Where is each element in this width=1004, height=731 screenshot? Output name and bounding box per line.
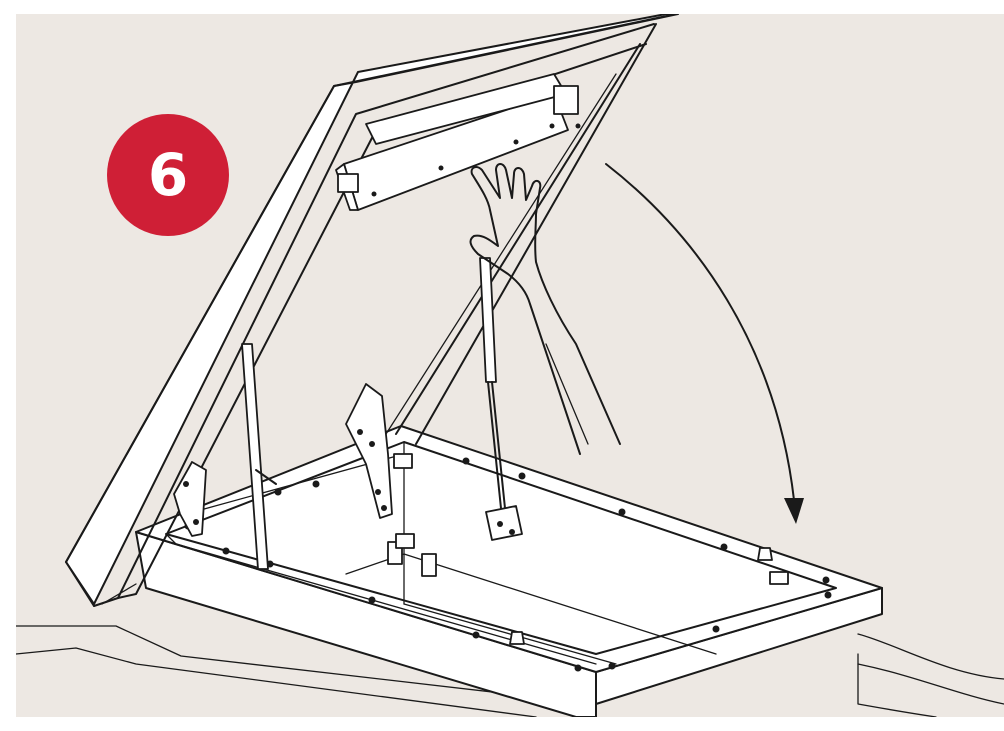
rim-bolts (184, 457, 832, 672)
roof-hatch-illustration (16, 14, 1004, 717)
hand (469, 163, 621, 455)
illustration-canvas: 6 (16, 14, 1004, 717)
step-number: 6 (147, 141, 189, 209)
curved-arrow-close-icon (605, 163, 804, 524)
curb (135, 425, 883, 717)
gas-struts (241, 257, 523, 570)
hinges (173, 383, 393, 537)
roof-surface (16, 625, 1004, 717)
latch-housing (335, 73, 581, 211)
step-number-badge: 6 (107, 114, 229, 236)
